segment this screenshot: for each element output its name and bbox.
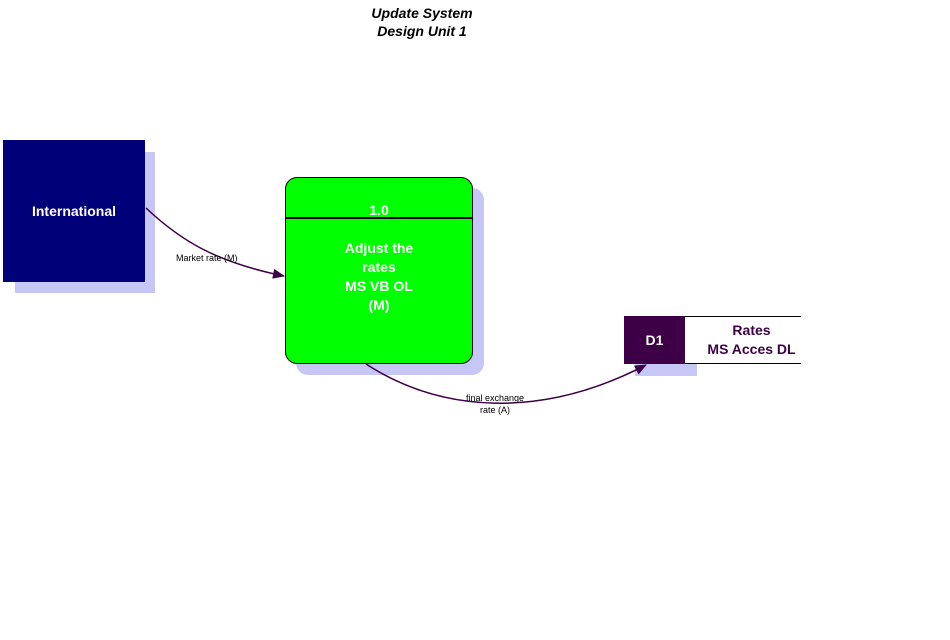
process-id: 1.0 — [369, 202, 389, 218]
entity-label: International — [31, 203, 116, 219]
datastore-technology: MS Acces DL — [707, 341, 796, 357]
process-line: (M) — [368, 297, 390, 313]
datastore-id-label: D1 — [645, 332, 664, 348]
flow-market-rate-arrow[interactable] — [145, 207, 285, 279]
process-divider — [286, 217, 472, 219]
datastore-name: Rates — [732, 322, 771, 338]
flow-label-market-rate: Market rate (M) — [176, 252, 238, 264]
flow-label-line: rate (A) — [479, 405, 510, 415]
diagram-title-line-1: Update System — [371, 5, 473, 21]
flow-label-line: final exchange — [465, 393, 525, 403]
datastore-id[interactable]: D1 — [624, 316, 685, 364]
flow-label-line: Market rate (M) — [176, 253, 238, 263]
process-description: Adjust the rates MS VB OL (M) — [306, 239, 452, 315]
flow-final-exchange-rate-arrow[interactable] — [365, 363, 647, 404]
diagram-title-line-2: Design Unit 1 — [377, 23, 467, 39]
process-line: Adjust the — [344, 240, 414, 256]
datastore-frame[interactable] — [685, 316, 801, 364]
flow-label-final-exchange-rate: final exchange rate (A) — [452, 392, 538, 416]
external-entity-international[interactable]: International — [3, 140, 145, 282]
datastore-label: Rates MS Acces DL — [690, 321, 813, 359]
process-box[interactable]: 1.0 Adjust the rates MS VB OL (M) — [285, 177, 473, 364]
process-line: MS VB OL — [345, 278, 413, 294]
process-line: rates — [362, 259, 396, 275]
